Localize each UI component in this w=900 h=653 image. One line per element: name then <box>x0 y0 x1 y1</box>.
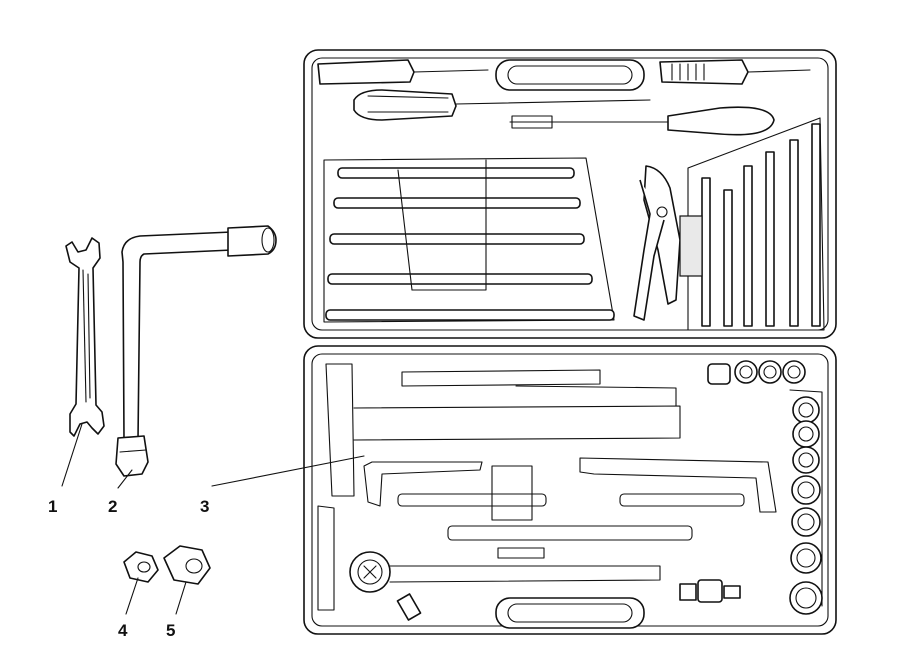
callout-3: 3 <box>200 497 209 516</box>
socket-set <box>707 360 823 615</box>
large-nut-icon <box>163 545 211 585</box>
l-shaped-box-wrench-icon <box>115 225 277 477</box>
small-nut-icon <box>123 551 159 583</box>
tool-case-icon <box>303 49 837 635</box>
open-end-spanner-icon <box>65 237 105 437</box>
callout-1: 1 <box>48 497 57 516</box>
callout-2: 2 <box>108 497 117 516</box>
callout-4: 4 <box>118 621 128 640</box>
leader-lines <box>61 423 365 615</box>
spanner-row <box>325 167 615 321</box>
callout-5: 5 <box>166 621 175 640</box>
